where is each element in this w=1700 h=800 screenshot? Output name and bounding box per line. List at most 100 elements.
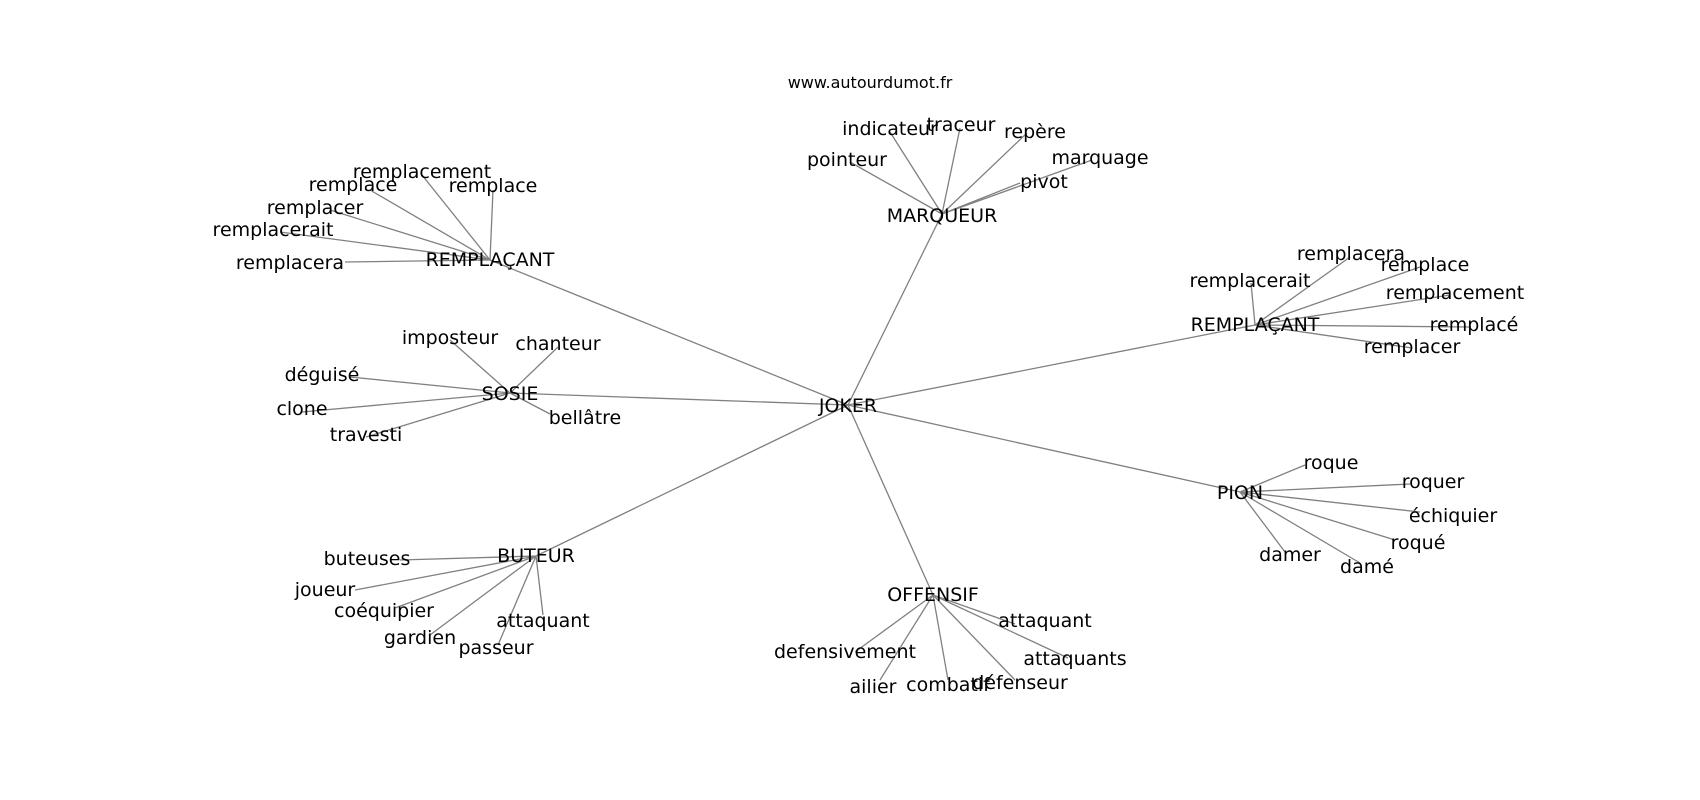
edge-remplacant-a-leaf-1 xyxy=(369,189,491,261)
leaf-remplacant-b-5: remplacer xyxy=(1364,336,1461,358)
edge-buteur-leaf-0 xyxy=(399,555,537,561)
edge-marqueur-leaf-5 xyxy=(941,182,1021,215)
leaf-marqueur-5: pivot xyxy=(1020,171,1068,193)
graph-edges xyxy=(279,127,1471,681)
leaf-remplacant-a-3: remplacer xyxy=(267,197,364,219)
edge-marqueur-leaf-3 xyxy=(849,161,943,215)
edge-offensif-leaf-3 xyxy=(932,594,949,681)
edge-offensif-leaf-5 xyxy=(854,594,934,653)
leaf-buteur-1: joueur xyxy=(294,579,356,601)
edge-buteur-leaf-5 xyxy=(535,555,544,616)
leaf-buteur-4: passeur xyxy=(458,637,533,659)
node-marqueur: MARQUEUR xyxy=(887,205,998,227)
leaf-sosie-2: déguisé xyxy=(285,364,360,386)
leaf-marqueur-2: repère xyxy=(1004,121,1066,143)
node-remplacant-a: REMPLAÇANT xyxy=(426,249,555,271)
leaf-buteur-3: gardien xyxy=(384,627,456,649)
leaf-offensif-0: attaquant xyxy=(998,610,1091,632)
leaf-remplacant-a-5: remplacera xyxy=(236,252,344,274)
node-pion: PION xyxy=(1217,482,1263,504)
leaf-sosie-4: travesti xyxy=(330,424,402,446)
edge-remplacant-b-leaf-1 xyxy=(1250,282,1256,326)
leaf-marqueur-0: indicateur xyxy=(842,118,938,140)
leaf-buteur-2: coéquipier xyxy=(334,600,434,622)
edge-pion-leaf-2 xyxy=(1239,491,1421,513)
node-offensif: OFFENSIF xyxy=(887,584,979,606)
node-buteur: BUTEUR xyxy=(497,545,575,567)
node-joker: JOKER xyxy=(818,395,877,417)
leaf-offensif-1: attaquants xyxy=(1023,648,1126,670)
leaf-pion-0: roque xyxy=(1304,452,1359,474)
leaf-marqueur-4: marquage xyxy=(1051,147,1148,169)
leaf-pion-3: roqué xyxy=(1391,532,1446,554)
leaf-marqueur-1: traceur xyxy=(927,114,996,136)
edge-remplacant-b-leaf-2 xyxy=(1254,266,1421,326)
source-url: www.autourdumot.fr xyxy=(788,73,953,92)
edge-sosie-leaf-4 xyxy=(365,392,511,438)
edge-joker-buteur xyxy=(535,404,849,557)
node-remplacant-b: REMPLAÇANT xyxy=(1191,314,1320,336)
edge-buteur-leaf-3 xyxy=(429,555,537,636)
leaf-sosie-1: chanteur xyxy=(515,333,600,355)
leaf-remplacant-b-0: remplacera xyxy=(1297,243,1405,265)
leaf-offensif-5: defensivement xyxy=(774,641,916,663)
edge-sosie-leaf-3 xyxy=(301,392,511,413)
edge-remplacant-a-leaf-3 xyxy=(329,209,491,261)
edge-joker-remplacant-a xyxy=(489,259,849,406)
leaf-remplacant-b-1: remplacerait xyxy=(1190,270,1311,292)
leaf-offensif-3: combatif xyxy=(906,674,991,696)
edge-remplacant-a-leaf-4 xyxy=(279,231,491,261)
leaf-offensif-4: ailier xyxy=(850,676,897,698)
edge-pion-leaf-5 xyxy=(1239,491,1361,564)
edge-joker-pion xyxy=(847,404,1241,493)
edge-marqueur-leaf-0 xyxy=(889,131,943,215)
leaf-pion-2: échiquier xyxy=(1409,505,1498,527)
edge-sosie-leaf-1 xyxy=(509,346,559,394)
leaf-pion-5: damé xyxy=(1340,556,1394,578)
edge-remplacant-a-leaf-2 xyxy=(489,189,494,261)
edge-offensif-leaf-1 xyxy=(932,594,1069,659)
leaf-remplacant-a-0: remplacement xyxy=(353,161,491,183)
edge-sosie-leaf-2 xyxy=(349,376,511,394)
edge-sosie-leaf-0 xyxy=(449,339,511,394)
edge-pion-leaf-1 xyxy=(1239,483,1411,493)
edge-offensif-leaf-4 xyxy=(879,594,934,681)
leaf-sosie-5: bellâtre xyxy=(549,407,621,429)
edge-remplacant-b-leaf-5 xyxy=(1254,324,1413,349)
edge-pion-leaf-0 xyxy=(1239,464,1306,493)
leaf-remplacant-a-2: remplace xyxy=(449,175,538,197)
leaf-remplacant-b-4: remplacé xyxy=(1430,314,1519,336)
leaf-pion-4: damer xyxy=(1259,544,1321,566)
leaf-buteur-0: buteuses xyxy=(324,548,411,570)
edge-offensif-leaf-0 xyxy=(932,594,1016,625)
leaf-offensif-2: défenseur xyxy=(972,672,1068,694)
edge-remplacant-b-leaf-3 xyxy=(1254,294,1451,326)
edge-remplacant-a-leaf-0 xyxy=(421,174,491,261)
edge-marqueur-leaf-2 xyxy=(941,132,1028,215)
edge-pion-leaf-4 xyxy=(1239,491,1286,553)
edge-pion-leaf-3 xyxy=(1239,491,1396,541)
edge-offensif-leaf-2 xyxy=(932,594,1016,681)
leaf-remplacant-b-2: remplace xyxy=(1381,254,1470,276)
edge-buteur-leaf-1 xyxy=(354,555,537,591)
edge-joker-remplacant-b xyxy=(847,324,1256,406)
leaf-buteur-5: attaquant xyxy=(496,610,589,632)
leaf-remplacant-a-4: remplacerait xyxy=(213,219,334,241)
edge-joker-marqueur xyxy=(847,213,943,406)
edge-joker-sosie xyxy=(509,392,849,406)
node-sosie: SOSIE xyxy=(482,383,539,405)
leaf-sosie-3: clone xyxy=(276,398,327,420)
edge-marqueur-leaf-4 xyxy=(941,159,1093,215)
leaf-pion-1: roquer xyxy=(1402,471,1465,493)
edge-remplacant-b-leaf-0 xyxy=(1254,256,1351,326)
edge-buteur-leaf-4 xyxy=(497,555,537,646)
leaf-remplacant-a-1: remplace xyxy=(309,174,398,196)
edge-marqueur-leaf-1 xyxy=(941,127,961,215)
leaf-remplacant-b-3: remplacement xyxy=(1386,282,1524,304)
edge-sosie-leaf-5 xyxy=(509,392,551,415)
leaf-marqueur-3: pointeur xyxy=(807,149,887,171)
edge-joker-offensif xyxy=(847,404,934,596)
